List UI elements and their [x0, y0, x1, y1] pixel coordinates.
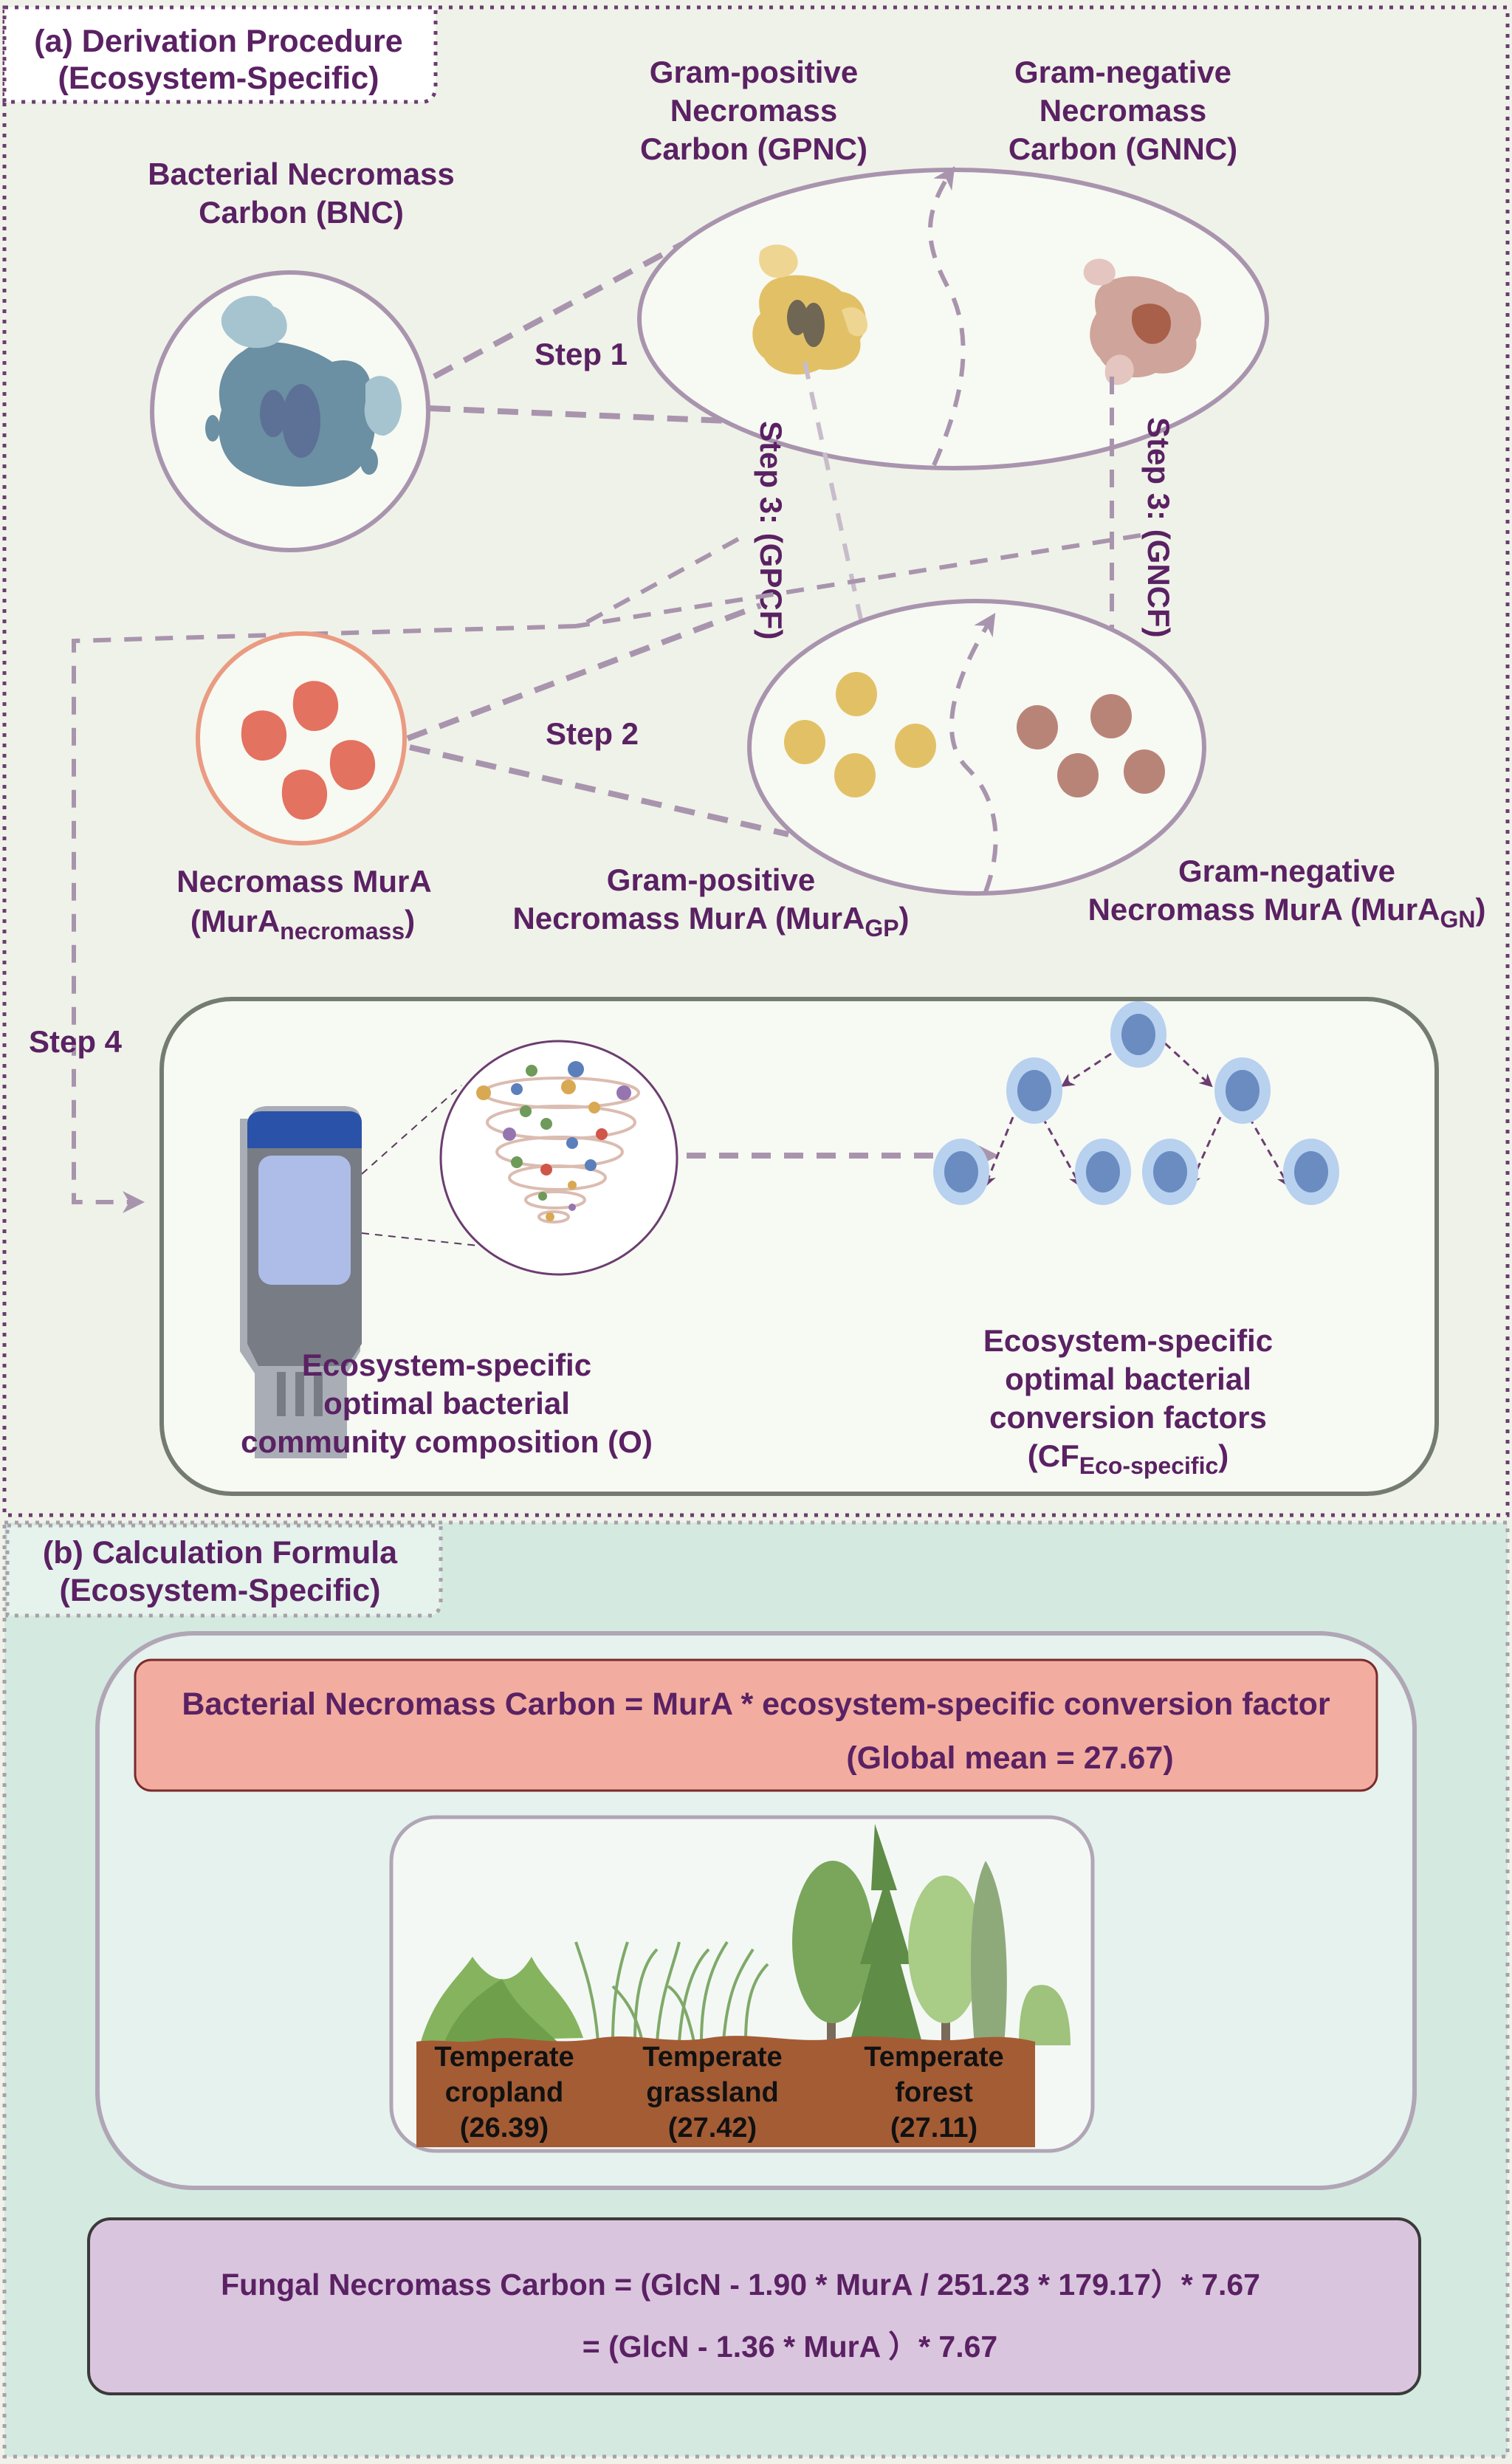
- murA-gn-label-line2: Necromass MurA (MurAGN): [1088, 892, 1486, 933]
- bacterial-formula: Bacterial Necromass Carbon = MurA * ecos…: [182, 1686, 1330, 1722]
- murA-blob-icons: [241, 681, 376, 820]
- cf-label-line1: Ecosystem-specific: [983, 1323, 1273, 1358]
- grassland-icon: [574, 1940, 769, 2042]
- panel-a-title: (a) Derivation Procedure: [34, 24, 402, 59]
- panel-b-title: (b) Calculation Formula: [43, 1535, 398, 1571]
- ecosystem-grassland-value: (27.42): [668, 2113, 757, 2144]
- ecosystem-forest-line1: Temperate: [864, 2042, 1003, 2073]
- ecosystem-forest-line2: forest: [895, 2077, 973, 2108]
- community-label-line1: Ecosystem-specific: [302, 1348, 591, 1382]
- step2-connectors: [406, 603, 789, 837]
- murA-gn-label-line1: Gram-negative: [1178, 854, 1395, 888]
- panel-b-title-box: [5, 1523, 443, 1618]
- spiral-dots: [476, 1061, 631, 1221]
- ecosystem-forest-value: (27.11): [890, 2113, 977, 2144]
- murA-gp-label-line2: Necromass MurA (MurAGP): [512, 901, 909, 941]
- soil-layer: [416, 2036, 1035, 2147]
- fungal-formula-line1: Fungal Necromass Carbon = (GlcN - 1.90 *…: [221, 2268, 1260, 2302]
- ecosystem-cropland-value: (26.39): [460, 2113, 549, 2144]
- murA-gp-blob-icons: [784, 672, 936, 797]
- cf-label-line4: (CFEco-specific): [1028, 1438, 1229, 1479]
- ecosystem-landscape: Temperate cropland (26.39) Temperate gra…: [389, 1815, 1095, 2153]
- panel-a-title-box: [2, 5, 438, 104]
- murA-necromass-circle: [196, 631, 407, 845]
- community-label-line2: optimal bacterial: [323, 1386, 570, 1421]
- zoom-line-top: [361, 1085, 462, 1175]
- cf-label-line2: optimal bacterial: [1005, 1362, 1251, 1396]
- global-mean: (Global mean = 27.67): [846, 1740, 1173, 1776]
- gpnc-label-line1: Gram-positive: [650, 55, 858, 89]
- murA-gp-label-line1: Gram-positive: [607, 862, 815, 897]
- ecosystem-grassland-line2: grassland: [646, 2077, 779, 2108]
- fungal-formula-box: [87, 2217, 1421, 2395]
- murA-necromass-label-line2: (MurAnecromass): [190, 904, 415, 944]
- murA-necromass-label-line1: Necromass MurA: [176, 864, 431, 899]
- panel-b: (b) Calculation Formula (Ecosystem-Speci…: [2, 1520, 1510, 2459]
- gnnc-label-line3: Carbon (GNNC): [1008, 131, 1237, 166]
- community-spiral-circle: [439, 1040, 678, 1276]
- gp-cell-icon: [752, 244, 867, 375]
- gnnc-label-line1: Gram-negative: [1014, 55, 1231, 89]
- cropland-plants-icon: [421, 1957, 583, 2045]
- step3-gncf-label: Step 3: (GNCF): [1141, 417, 1176, 638]
- cf-cell-tree: [933, 1001, 1339, 1205]
- bnc-cell-circle: [150, 270, 430, 552]
- gpnc-label-line3: Carbon (GPNC): [640, 131, 867, 166]
- gpnc-label-line2: Necromass: [670, 93, 837, 128]
- forest-trees-icon: [792, 1824, 1071, 2045]
- step1-label: Step 1: [535, 337, 628, 371]
- sequencer-icon: [240, 1106, 362, 1458]
- cf-label-line3: conversion factors: [989, 1400, 1267, 1435]
- panel-a: (a) Derivation Procedure (Ecosystem-Spec…: [2, 5, 1510, 1517]
- panel-b-subtitle: (Ecosystem-Specific): [60, 1573, 381, 1608]
- bnc-label-line2: Carbon (BNC): [199, 195, 404, 230]
- step2-label: Step 2: [546, 716, 639, 751]
- bottom-ellipse-divider: [949, 612, 998, 893]
- panel-a-subtitle: (Ecosystem-Specific): [58, 61, 379, 96]
- ecosystem-cropland-line1: Temperate: [434, 2042, 574, 2073]
- murA-gn-blob-icons: [1017, 694, 1165, 797]
- step4-connectors: [72, 533, 1141, 1213]
- gnnc-label-line2: Necromass: [1040, 93, 1206, 128]
- bacterial-formula-box: [134, 1658, 1378, 1792]
- ecosystem-grassland-line1: Temperate: [642, 2042, 782, 2073]
- community-label-line3: community composition (O): [241, 1424, 653, 1459]
- step4-label: Step 4: [29, 1024, 123, 1059]
- bnc-label-line1: Bacterial Necromass: [148, 157, 455, 191]
- step1-connectors: [429, 241, 728, 424]
- murA-gp-gn-ellipse: [747, 599, 1206, 896]
- bnc-cell-icon: [205, 295, 402, 487]
- top-ellipse-divider: [928, 166, 966, 467]
- fungal-formula-line2: = (GlcN - 1.36 * MurA ）* 7.67: [583, 2330, 997, 2364]
- cell-nodes: [933, 1001, 1339, 1205]
- ecosystem-cropland-line2: cropland: [445, 2077, 563, 2108]
- zoom-line-bottom: [361, 1232, 499, 1249]
